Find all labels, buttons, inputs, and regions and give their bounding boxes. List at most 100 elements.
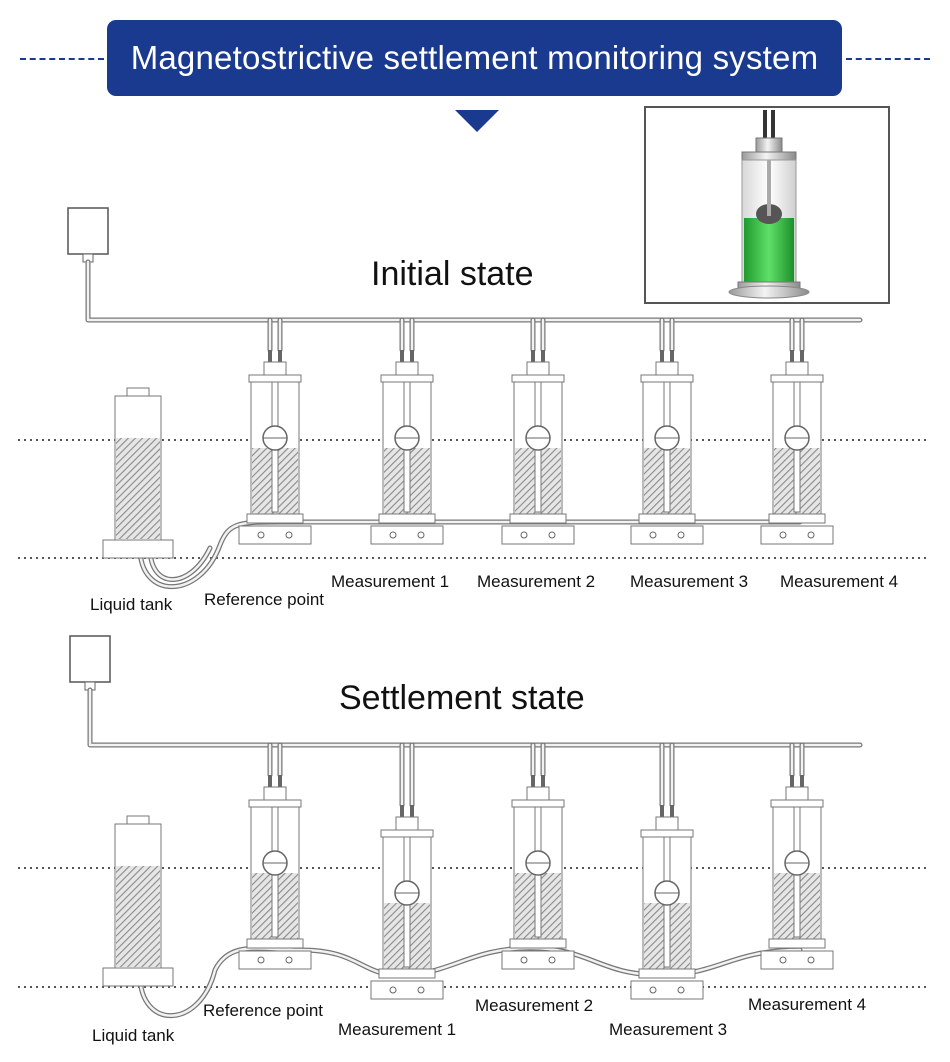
sensor-initial-1-cable-b: [410, 350, 414, 364]
sensor-initial-4-cap: [770, 374, 824, 383]
sensor-initial-1-plate: [370, 525, 444, 545]
sensor-initial-1-head: [395, 361, 419, 377]
sensor-initial-4-cable-b: [800, 350, 804, 364]
settlement-liquid-tank-label: Liquid tank: [92, 1026, 175, 1045]
settlement-tank-cap: [126, 815, 150, 825]
sensor-settlement-2-base: [509, 938, 567, 949]
sensor-settlement-0-bolt-b: [285, 956, 293, 964]
sensor-settlement-1-plate: [370, 980, 444, 1000]
sensor-initial-0-cable-b: [278, 350, 282, 364]
sensor-settlement-3-cable-a: [660, 805, 664, 819]
sensor-initial-4-bolt-a: [779, 531, 787, 539]
sensor-initial-3-bolt-a: [649, 531, 657, 539]
sensor-initial-4-plate: [760, 525, 834, 545]
sensor-settlement-1-cable-a: [400, 805, 404, 819]
sensor-initial-0-bolt-b: [285, 531, 293, 539]
sensor-settlement-4-cap: [770, 799, 824, 808]
sensor-settlement-3-plate: [630, 980, 704, 1000]
settlement-measurement-2-label: Measurement 2: [475, 996, 594, 1015]
sensor-initial-4-head: [785, 361, 809, 377]
sensor-initial-2-cable-a: [531, 350, 535, 364]
initial-tank-plate: [102, 539, 174, 559]
settlement-measurement-4-label: Measurement 4: [748, 995, 867, 1014]
initial-measurement-2-label: Measurement 2: [477, 572, 596, 591]
sensor-settlement-1-bolt-a: [389, 986, 397, 994]
sensor-settlement-3-cable-b: [670, 805, 674, 819]
initial-liquid-tank-label: Liquid tank: [90, 595, 173, 614]
sensor-photo-illustration: [728, 110, 810, 299]
sensor-initial-1-cable-a: [400, 350, 404, 364]
sensor-settlement-0-cable-a: [268, 775, 272, 789]
sensor-settlement-0-cable-b: [278, 775, 282, 789]
sensor-settlement-0-head: [263, 786, 287, 802]
settlement-state-title: Settlement state: [339, 679, 585, 717]
sensor-settlement-0-bolt-a: [257, 956, 265, 964]
sensor-initial-1-bolt-a: [389, 531, 397, 539]
initial-measurement-3-label: Measurement 3: [630, 572, 749, 591]
page-title: Magnetostrictive settlement monitoring s…: [107, 20, 842, 96]
sensor-initial-4-base: [768, 513, 826, 524]
sensor-initial-2-plate: [501, 525, 575, 545]
settlement-measurement-1-label: Measurement 1: [338, 1020, 457, 1039]
sensor-initial-3-cable-a: [660, 350, 664, 364]
initial-state-diagram: [18, 207, 928, 590]
settlement-reference-point-label: Reference point: [203, 1001, 324, 1020]
sensor-settlement-1-bolt-b: [417, 986, 425, 994]
sensor-initial-3-cap: [640, 374, 694, 383]
settlement-controller-box: [69, 635, 111, 683]
sensor-settlement-2-cable-a: [531, 775, 535, 789]
sensor-settlement-1-cap: [380, 829, 434, 838]
sensor-initial-2-head: [526, 361, 550, 377]
sensor-photo: [644, 106, 890, 304]
sensor-initial-3-bolt-b: [677, 531, 685, 539]
initial-measurement-1-label: Measurement 1: [331, 572, 450, 591]
sensor-settlement-1-cable-b: [410, 805, 414, 819]
sensor-settlement-0-plate: [238, 950, 312, 970]
sensor-initial-0-cap: [248, 374, 302, 383]
sensor-initial-3-head: [655, 361, 679, 377]
sensor-initial-1-cap: [380, 374, 434, 383]
sensor-settlement-3-base: [638, 968, 696, 979]
sensor-settlement-2-plate: [501, 950, 575, 970]
sensor-initial-3-cable-b: [670, 350, 674, 364]
sensor-settlement-2-cable-b: [541, 775, 545, 789]
settlement-trunk-cable-inner: [88, 688, 862, 747]
initial-tank-cap: [126, 387, 150, 397]
sensor-initial-1-bolt-b: [417, 531, 425, 539]
sensor-initial-4-cable-a: [790, 350, 794, 364]
down-arrow-icon: [455, 110, 499, 132]
sensor-settlement-3-bolt-b: [677, 986, 685, 994]
sensor-settlement-3-cap: [640, 829, 694, 838]
sensor-initial-2-bolt-a: [520, 531, 528, 539]
initial-trunk-cable-inner: [86, 260, 862, 322]
sensor-settlement-4-cable-a: [790, 775, 794, 789]
sensor-initial-0-cable-a: [268, 350, 272, 364]
sensor-settlement-2-bolt-a: [520, 956, 528, 964]
sensor-initial-4-bolt-b: [807, 531, 815, 539]
title-dashed-rule-left: [20, 58, 104, 60]
initial-trunk-cable: [85, 259, 863, 323]
sensor-settlement-4-head: [785, 786, 809, 802]
initial-liquid-pipe-b-inner: [148, 546, 212, 581]
sensor-settlement-2-cap: [511, 799, 565, 808]
sensor-settlement-0-base: [246, 938, 304, 949]
sensor-initial-0-bolt-a: [257, 531, 265, 539]
settlement-state-diagram: [18, 635, 928, 1019]
sensor-settlement-4-plate: [760, 950, 834, 970]
settlement-trunk-cable: [87, 687, 863, 748]
sensor-initial-2-cap: [511, 374, 565, 383]
sensor-initial-1-base: [378, 513, 436, 524]
sensor-settlement-3-bolt-a: [649, 986, 657, 994]
sensor-settlement-3-head: [655, 816, 679, 832]
sensor-initial-0-head: [263, 361, 287, 377]
sensor-initial-2-bolt-b: [548, 531, 556, 539]
sensor-initial-2-base: [509, 513, 567, 524]
sensor-settlement-4-bolt-b: [807, 956, 815, 964]
sensor-initial-0-plate: [238, 525, 312, 545]
initial-state-title: Initial state: [371, 255, 534, 293]
settlement-measurement-3-label: Measurement 3: [609, 1020, 728, 1039]
sensor-settlement-2-bolt-b: [548, 956, 556, 964]
sensor-settlement-4-bolt-a: [779, 956, 787, 964]
sensor-settlement-4-base: [768, 938, 826, 949]
